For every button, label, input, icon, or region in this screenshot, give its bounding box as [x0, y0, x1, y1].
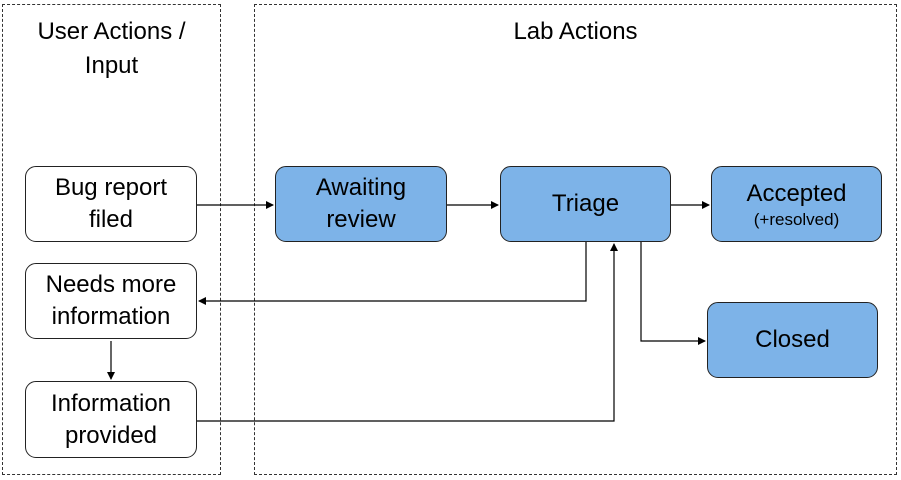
- needs-more-information-node: Needs more information: [25, 263, 197, 339]
- closed-label: Closed: [755, 326, 830, 353]
- bug-report-filed-node: Bug report filed: [25, 166, 197, 242]
- bug-report-filed-label: Bug report filed: [54, 174, 168, 233]
- accepted-sublabel: (+resolved): [753, 210, 840, 229]
- lab-actions-lane: Lab Actions: [254, 4, 897, 475]
- needs-more-information-label: Needs more information: [45, 271, 177, 330]
- accepted-label: Accepted: [746, 180, 847, 207]
- user-actions-lane: User Actions / Input: [2, 4, 221, 475]
- information-provided-label: Information provided: [50, 389, 172, 449]
- awaiting-review-node: Awaiting review: [275, 166, 447, 242]
- information-provided-node: Information provided: [25, 381, 197, 458]
- accepted-node: Accepted (+resolved): [711, 166, 882, 242]
- arrow-triage-to-closed: [640, 242, 706, 345]
- user-actions-lane-title: User Actions / Input: [37, 18, 186, 79]
- awaiting-review-label: Awaiting review: [315, 174, 407, 233]
- arrow-info-provided-to-triage: [197, 243, 618, 422]
- triage-node: Triage: [500, 166, 671, 242]
- triage-label: Triage: [551, 190, 620, 217]
- lab-actions-lane-title: Lab Actions: [513, 18, 638, 45]
- closed-node: Closed: [707, 302, 878, 378]
- arrow-triage-to-needs-info: [198, 242, 587, 305]
